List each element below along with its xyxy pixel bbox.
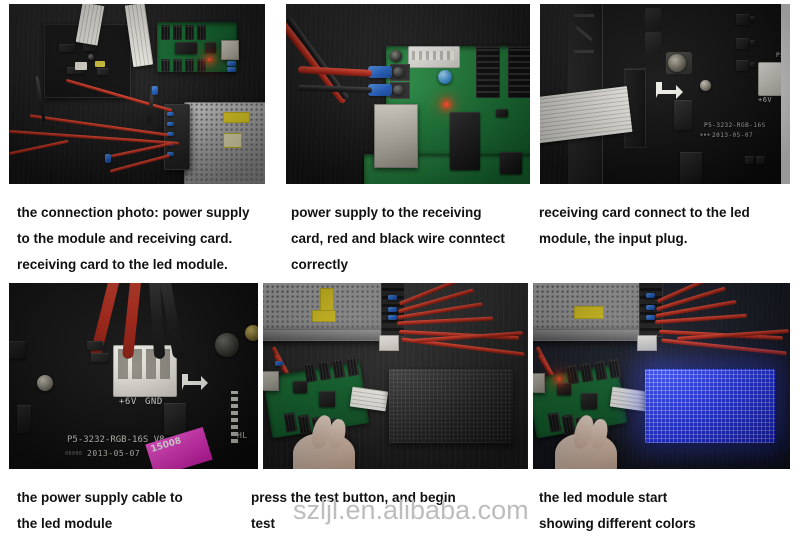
led-module-lit-blue: [645, 369, 775, 443]
power-supply: [533, 283, 645, 333]
panel-6-caption: the led module start showing different c…: [539, 485, 794, 537]
silkscreen-hl: HL: [237, 431, 248, 440]
caption-line: receiving card to the led module.: [17, 257, 228, 272]
caption-line: the led module start: [539, 490, 668, 505]
blue-spade-terminal: [368, 84, 392, 96]
panel-3-photo: +6V P5 P5-3232-RGB-16S 2013-05-07 ▪▪▪: [540, 4, 790, 184]
shift-register-ic: [680, 152, 702, 184]
caption-line: test: [251, 516, 276, 531]
silkscreen-date: 2013-05-07: [712, 132, 753, 139]
caption-line: the power supply cable to: [17, 490, 183, 505]
power-led-indicator: [557, 377, 561, 381]
silkscreen-plus6v: +6V: [119, 397, 137, 407]
panel-6-photo: [533, 283, 790, 469]
caption-line: press the test button, and begin: [251, 490, 456, 505]
caption-line: receiving card connect to the led: [539, 205, 750, 220]
power-led-indicator: [444, 102, 449, 107]
caption-line: the led module: [17, 516, 113, 531]
caption-line: showing different colors: [539, 516, 696, 531]
caption-line: the connection photo: power supply: [17, 205, 250, 220]
panel-3-caption: receiving card connect to the led module…: [539, 200, 794, 252]
panel-2-caption: power supply to the receiving card, red …: [291, 200, 536, 278]
caption-line: card, red and black wire conntect: [291, 231, 505, 246]
led-module-off: [389, 369, 513, 443]
caption-line: module, the input plug.: [539, 231, 688, 246]
panel-1-caption: the connection photo: power supply to th…: [17, 200, 267, 278]
silkscreen-part-number: P5-3232-RGB-16S: [704, 122, 766, 129]
panel-5-photo: [263, 283, 528, 469]
silkscreen-plus6v: +6V: [758, 96, 772, 104]
caption-line: power supply to the receiving: [291, 205, 482, 220]
idc-header: [508, 46, 530, 98]
power-supply: [184, 102, 265, 184]
panel-4-photo: +6V GND HL P5-3232-RGB-16S V8 2013-05-07…: [9, 283, 258, 469]
caption-line: to the module and receiving card.: [17, 231, 233, 246]
silkscreen-gnd: GND: [145, 397, 163, 407]
idc-header: [476, 46, 500, 98]
silkscreen-code: 00006: [65, 451, 83, 457]
panel-5-caption: press the test button, and begin test: [251, 485, 516, 537]
driver-ic: [450, 112, 480, 170]
shift-register-ic: [674, 100, 692, 130]
direction-arrow-icon: [182, 374, 208, 390]
panel-1-photo: [9, 4, 265, 184]
caption-line: correctly: [291, 257, 349, 272]
silkscreen-date: 2013-05-07: [87, 449, 140, 458]
panel-2-photo: [286, 4, 530, 184]
silkscreen-part-number: P5-3232-RGB-16S V8: [67, 435, 165, 445]
direction-arrow-icon: [656, 82, 683, 99]
metal-shield-can: [374, 104, 418, 168]
blue-spade-terminal: [368, 66, 392, 78]
panel-4-caption: the power supply cable to the led module: [17, 485, 257, 537]
